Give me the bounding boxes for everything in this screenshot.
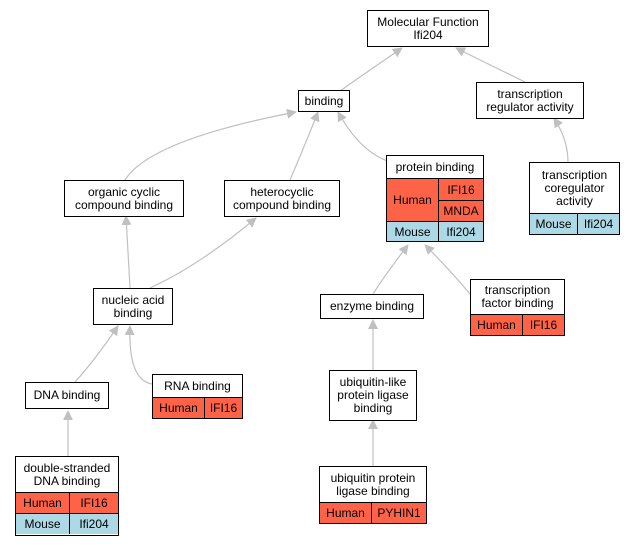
gene-ifi16[interactable]: IFI16 <box>69 493 118 513</box>
gene-pyhin1[interactable]: PYHIN1 <box>371 503 426 523</box>
species-mouse: Mouse <box>387 222 438 241</box>
node-title: transcription factor binding <box>481 283 554 310</box>
edge-pb-to-binding <box>337 111 391 163</box>
node-title: binding <box>304 93 344 108</box>
node-transcription-regulator-activity[interactable]: transcription regulator activity <box>476 82 584 119</box>
node-transcription-coregulator-activity[interactable]: transcription coregulator activity Mouse… <box>529 162 620 235</box>
node-title: transcription regulator activity <box>486 86 574 114</box>
species-mouse: Mouse <box>530 214 577 234</box>
node-title: organic cyclic compound binding <box>74 184 174 212</box>
edge-nab-to-hcb <box>149 217 257 289</box>
species-human: Human <box>16 493 69 513</box>
species-mouse: Mouse <box>16 514 69 534</box>
gene-ifi16[interactable]: IFI16 <box>522 315 564 335</box>
gene-ifi16[interactable]: IFI16 <box>439 179 483 200</box>
gene-mnda[interactable]: MNDA <box>439 200 483 221</box>
node-enzyme-binding[interactable]: enzyme binding <box>320 294 424 319</box>
node-ubiquitin-like-protein-ligase-binding[interactable]: ubiquitin-like protein ligase binding <box>329 370 417 421</box>
node-transcription-factor-binding[interactable]: transcription factor binding Human IFI16 <box>470 279 565 336</box>
edge-tfb-to-pb <box>424 244 471 295</box>
edge-tra-to-root <box>455 47 526 83</box>
node-rna-binding[interactable]: RNA binding Human IFI16 <box>152 374 243 419</box>
node-heterocyclic-compound-binding[interactable]: heterocyclic compound binding <box>224 180 340 217</box>
human-row: Human PYHIN1 <box>320 502 426 523</box>
node-nucleic-acid-binding[interactable]: nucleic acid binding <box>93 288 173 325</box>
gene-ifi204[interactable]: Ifi204 <box>69 514 118 534</box>
edge-binding-to-root <box>339 47 403 92</box>
node-title: enzyme binding <box>329 299 415 313</box>
edge-nab-to-ocb <box>121 215 132 289</box>
node-title: protein binding <box>395 159 475 174</box>
gene-ifi16[interactable]: IFI16 <box>204 398 242 418</box>
node-binding[interactable]: binding <box>298 90 350 112</box>
node-title: heterocyclic compound binding <box>232 184 332 212</box>
node-ubiquitin-protein-ligase-binding[interactable]: ubiquitin protein ligase binding Human P… <box>319 466 427 524</box>
node-title: ubiquitin-like protein ligase binding <box>337 375 409 415</box>
node-molecular-function[interactable]: Molecular Function Ifi204 <box>367 10 489 47</box>
human-row: Human IFI16 <box>16 492 118 513</box>
edge-tca-to-tra <box>553 117 569 163</box>
gene-ifi204[interactable]: Ifi204 <box>438 222 483 241</box>
human-row: Human IFI16 <box>153 397 242 418</box>
human-row: Human IFI16 <box>471 314 564 335</box>
human-row: Human IFI16 MNDA <box>387 178 483 221</box>
gene-ifi204[interactable]: Ifi204 <box>577 214 619 234</box>
node-title: ubiquitin protein ligase binding <box>330 470 416 498</box>
mouse-row: Mouse Ifi204 <box>16 513 118 534</box>
node-protein-binding[interactable]: protein binding Human IFI16 MNDA Mouse I… <box>386 155 484 242</box>
node-title: RNA binding <box>164 378 231 393</box>
edge-rnab-to-nab <box>124 325 153 385</box>
node-title: Molecular Function Ifi204 <box>377 14 479 42</box>
species-human: Human <box>320 503 371 523</box>
node-organic-cyclic-compound-binding[interactable]: organic cyclic compound binding <box>64 180 184 217</box>
node-title: nucleic acid binding <box>101 292 165 320</box>
human-genes: IFI16 MNDA <box>438 179 483 221</box>
node-double-stranded-dna-binding[interactable]: double-stranded DNA binding Human IFI16 … <box>15 456 119 536</box>
node-title: double-stranded DNA binding <box>23 460 111 488</box>
species-human: Human <box>387 179 438 221</box>
mouse-row: Mouse Ifi204 <box>530 213 619 234</box>
edge-eb-to-pb <box>372 244 409 295</box>
species-human: Human <box>153 398 204 418</box>
node-dna-binding[interactable]: DNA binding <box>25 382 109 409</box>
node-title: DNA binding <box>33 388 101 402</box>
edge-hcb-to-binding <box>289 111 320 181</box>
mouse-row: Mouse Ifi204 <box>387 221 483 241</box>
edge-dnab-to-nab <box>74 325 119 383</box>
species-human: Human <box>471 315 522 335</box>
node-title: transcription coregulator activity <box>541 167 608 208</box>
edge-ocb-to-binding <box>124 108 297 181</box>
